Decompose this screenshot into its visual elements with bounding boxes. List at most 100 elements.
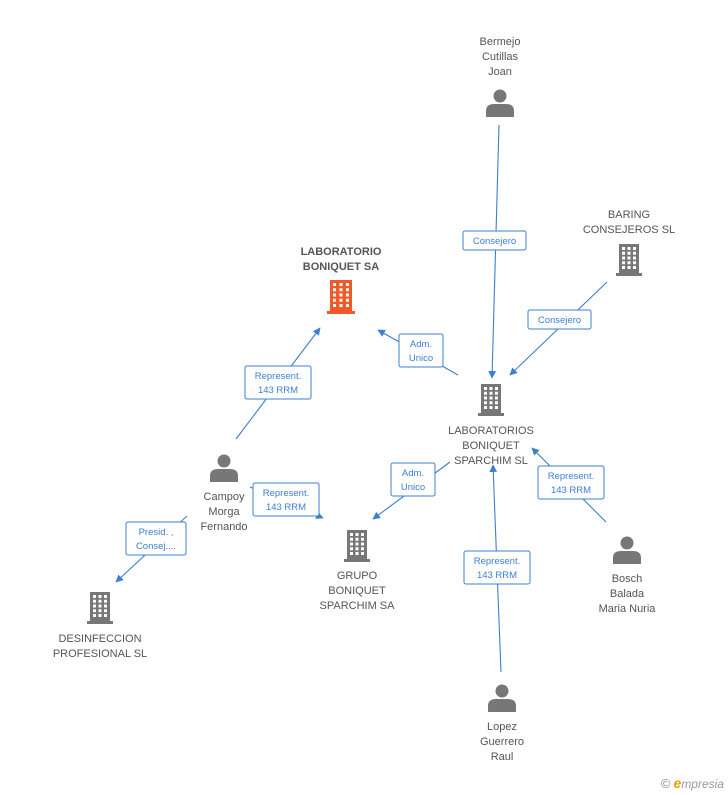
building-window bbox=[350, 547, 353, 551]
building-window bbox=[104, 595, 107, 598]
building-icon bbox=[327, 280, 355, 314]
building-window bbox=[339, 293, 343, 297]
building-window bbox=[98, 614, 102, 617]
building-window bbox=[346, 283, 349, 286]
person-body bbox=[488, 699, 516, 712]
node-label: GRUPO bbox=[337, 570, 378, 582]
building-window bbox=[622, 251, 625, 255]
building-base bbox=[327, 311, 355, 314]
person-icon bbox=[486, 89, 514, 117]
building-window bbox=[484, 387, 487, 390]
building-icon bbox=[344, 530, 370, 562]
person-head bbox=[495, 684, 509, 698]
edge-label-text: Adm. bbox=[402, 468, 424, 479]
copyright-symbol: © bbox=[660, 776, 671, 791]
edge-label-box[interactable] bbox=[462, 230, 527, 251]
node-label: Fernando bbox=[200, 521, 247, 533]
building-window bbox=[484, 391, 487, 395]
building-window bbox=[489, 406, 493, 409]
building-window bbox=[633, 251, 636, 255]
building-window bbox=[489, 387, 493, 390]
building-window bbox=[484, 406, 487, 409]
building-window bbox=[627, 256, 631, 260]
building-window bbox=[346, 288, 349, 292]
edge-label-text: Adm. bbox=[410, 339, 432, 350]
edge-label-box[interactable] bbox=[125, 521, 187, 556]
building-window bbox=[350, 542, 353, 546]
node-label: Balada bbox=[610, 588, 645, 600]
building-window bbox=[489, 401, 493, 405]
building-window bbox=[495, 387, 498, 390]
edge-label-box[interactable] bbox=[537, 465, 605, 500]
building-window bbox=[627, 266, 631, 269]
node-label: Guerrero bbox=[480, 736, 524, 748]
building-window bbox=[339, 288, 343, 292]
building-window bbox=[495, 406, 498, 409]
edges-layer: ConsejeroConsejeroAdm.UnicoRepresent.143… bbox=[115, 124, 608, 673]
building-window bbox=[104, 614, 107, 617]
edge-label-text: Consej.... bbox=[136, 541, 176, 552]
building-window bbox=[346, 293, 349, 297]
building-window bbox=[98, 604, 102, 608]
building-window bbox=[495, 396, 498, 400]
node-label: Cutillas bbox=[482, 51, 519, 63]
building-window bbox=[361, 552, 364, 555]
building-window bbox=[495, 401, 498, 405]
edge-labsparchim-to-laboratorio: Adm.Unico bbox=[377, 329, 459, 376]
building-window bbox=[495, 391, 498, 395]
person-head bbox=[217, 454, 231, 468]
building-window bbox=[355, 542, 359, 546]
building-window bbox=[339, 283, 343, 286]
building-window bbox=[350, 537, 353, 541]
edge-label-box[interactable] bbox=[527, 309, 592, 330]
building-window bbox=[98, 599, 102, 603]
edge-bermejo-to-labsparchim: Consejero bbox=[462, 124, 527, 379]
edge-label-box[interactable] bbox=[390, 462, 436, 497]
building-window bbox=[484, 401, 487, 405]
edge-label-box[interactable] bbox=[252, 482, 320, 517]
edge-label-box[interactable] bbox=[244, 365, 312, 400]
building-window bbox=[104, 599, 107, 603]
edge-label-text: Represent. bbox=[548, 471, 594, 482]
node-label: CONSEJEROS SL bbox=[583, 224, 675, 236]
node-label: LABORATORIOS bbox=[448, 425, 534, 437]
building-window bbox=[633, 256, 636, 260]
building-window bbox=[350, 533, 353, 536]
node-label: Morga bbox=[208, 506, 240, 518]
building-window bbox=[333, 283, 336, 286]
building-base bbox=[87, 621, 113, 624]
building-base bbox=[478, 413, 504, 416]
person-head bbox=[620, 536, 634, 550]
building-window bbox=[361, 542, 364, 546]
edge-campoy-to-grupo: Represent.143 RRM bbox=[249, 482, 324, 519]
building-icon bbox=[478, 384, 504, 416]
edge-label-box[interactable] bbox=[398, 333, 444, 368]
edge-label-box[interactable] bbox=[463, 550, 531, 585]
building-window bbox=[333, 304, 336, 307]
building-window bbox=[98, 609, 102, 613]
node-label: LABORATORIO bbox=[301, 246, 382, 258]
edge-label-text: 143 RRM bbox=[266, 502, 306, 513]
node-label: SPARCHIM SA bbox=[320, 600, 396, 612]
building-window bbox=[633, 261, 636, 265]
building-window bbox=[346, 298, 349, 302]
brand-name: mpresia bbox=[681, 777, 724, 791]
edge-label-text: Represent. bbox=[255, 371, 301, 382]
building-window bbox=[333, 298, 336, 302]
building-window bbox=[627, 247, 631, 250]
building-window bbox=[355, 547, 359, 551]
building-base bbox=[616, 273, 642, 276]
person-body bbox=[613, 551, 641, 564]
building-icon bbox=[87, 592, 113, 624]
edge-campoy-to-desinfeccion: Presid. ,Consej.... bbox=[115, 515, 188, 583]
